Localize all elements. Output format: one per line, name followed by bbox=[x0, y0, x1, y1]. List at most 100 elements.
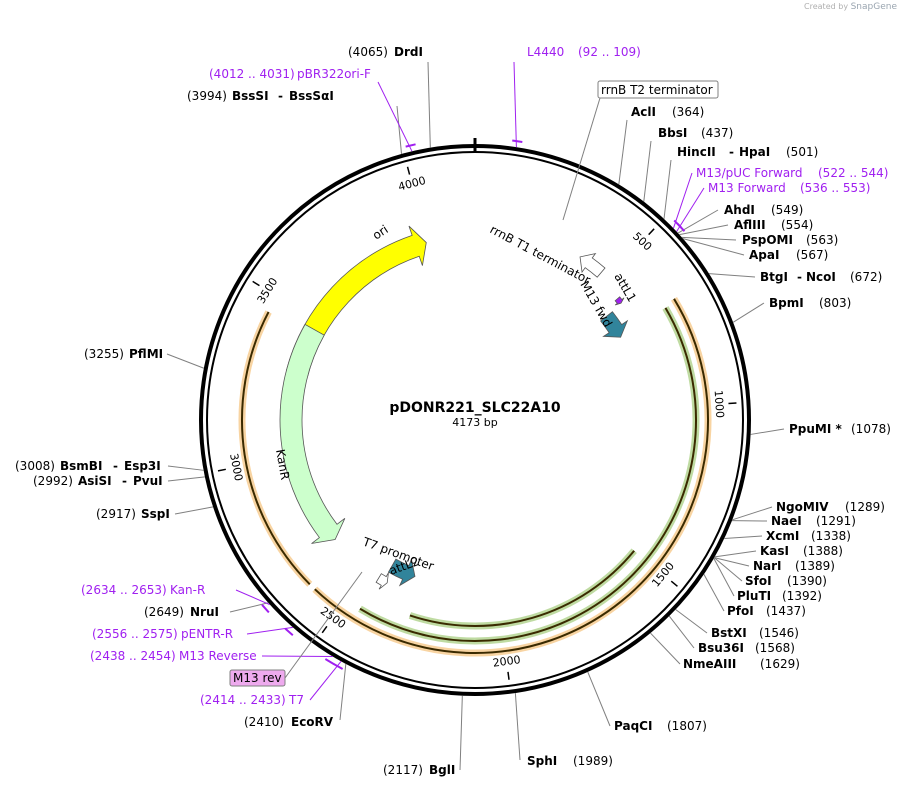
primer-pentr-label: pENTR-R bbox=[181, 627, 233, 641]
site-sfoi-num: (1390) bbox=[787, 574, 827, 588]
KanR-arrow bbox=[279, 323, 346, 544]
svg-text:-: - bbox=[797, 270, 802, 284]
leader-line bbox=[643, 140, 652, 202]
tick-mark bbox=[217, 468, 226, 472]
site-ppumi-num: (1078) bbox=[851, 422, 891, 436]
tick-label: 3500 bbox=[255, 275, 281, 306]
site-bsssi-num: (3994) bbox=[187, 89, 227, 103]
svg-text:-: - bbox=[122, 474, 127, 488]
primer-t7-range: (2414 .. 2433) bbox=[200, 693, 286, 707]
site-pflmi-num: (3255) bbox=[84, 347, 124, 361]
primer-m13fwd-label: M13 Forward bbox=[708, 181, 786, 195]
orf-middle-glow bbox=[358, 306, 700, 645]
rrnb-t2-leader bbox=[562, 97, 601, 221]
tick-mark bbox=[670, 580, 678, 587]
site-afliii-num: (554) bbox=[781, 218, 813, 232]
site-pflmi-enz: PflMI bbox=[129, 347, 163, 361]
leader-line bbox=[235, 589, 271, 606]
site-kasi-enz: KasI bbox=[760, 544, 789, 558]
site-kasi-num: (1388) bbox=[803, 544, 843, 558]
leader-line bbox=[714, 550, 757, 558]
svg-text:-: - bbox=[278, 89, 283, 103]
site-pspomi-enz: PspOMI bbox=[742, 233, 793, 247]
primer-m13rev-mark bbox=[324, 658, 335, 666]
site-drdi-num: (4065) bbox=[348, 45, 388, 59]
M13-fwd-arrow bbox=[614, 296, 625, 306]
site-bsssai-enz: BssSαI bbox=[289, 89, 334, 103]
leader-line bbox=[167, 476, 205, 482]
svg-text:-: - bbox=[729, 145, 734, 159]
leader-line bbox=[261, 655, 333, 658]
site-nrui-num: (2649) bbox=[144, 605, 184, 619]
leader-line bbox=[724, 535, 763, 540]
site-bpmi-num: (803) bbox=[819, 296, 851, 310]
plasmid-size: 4173 bp bbox=[452, 416, 497, 429]
site-afliii-enz: AflIII bbox=[734, 218, 766, 232]
site-pspomi-num: (563) bbox=[806, 233, 838, 247]
leader-line bbox=[167, 465, 204, 471]
leader-line bbox=[513, 61, 517, 148]
site-bsmbi-enz: BsmBI bbox=[60, 459, 102, 473]
leader-line bbox=[677, 209, 719, 234]
site-bstxi-num: (1546) bbox=[759, 626, 799, 640]
leader-line bbox=[668, 615, 695, 649]
attL1-arrow bbox=[600, 311, 629, 338]
leader-line bbox=[618, 119, 628, 185]
m13-rev-leader bbox=[284, 571, 363, 679]
leader-line bbox=[514, 692, 521, 761]
leader-line bbox=[732, 506, 773, 521]
rrnB-T1-arrow bbox=[579, 252, 606, 278]
site-nari-num: (1389) bbox=[795, 559, 835, 573]
site-nari-enz: NarI bbox=[753, 559, 782, 573]
site-asisi-num: (2992) bbox=[33, 474, 73, 488]
orf-outer-glow bbox=[312, 297, 712, 657]
site-naei-num: (1291) bbox=[816, 514, 856, 528]
primer-m13rev-range: (2438 .. 2454) bbox=[90, 649, 176, 663]
tick-mark bbox=[507, 671, 510, 680]
site-pfoi-enz: PfoI bbox=[727, 604, 754, 618]
site-hpai-enz: HpaI bbox=[739, 145, 770, 159]
site-bsmbi-num: (3008) bbox=[15, 459, 55, 473]
tick-label: 2000 bbox=[492, 653, 521, 670]
site-btgi-enz: BtgI bbox=[760, 270, 788, 284]
site-nmeaiii-enz: NmeAIII bbox=[683, 657, 736, 671]
m13-fwd-label: M13 fwd bbox=[577, 279, 615, 330]
site-pluti-enz: PluTI bbox=[737, 589, 771, 603]
site-bsu36i-num: (1568) bbox=[755, 641, 795, 655]
site-naei-enz: NaeI bbox=[771, 514, 802, 528]
site-btgi-num: (672) bbox=[850, 270, 882, 284]
leader-line bbox=[377, 81, 413, 152]
site-xcmi-enz: XcmI bbox=[766, 529, 799, 543]
site-acli-num: (364) bbox=[672, 105, 704, 119]
primer-kanr-label: Kan-R bbox=[170, 583, 205, 597]
leader-line bbox=[673, 172, 693, 229]
primer-t7-mark bbox=[333, 663, 344, 670]
site-pfoi-num: (1437) bbox=[766, 604, 806, 618]
orf-middle bbox=[359, 307, 697, 642]
site-ecorv-num: (2410) bbox=[244, 715, 284, 729]
primer-m13rev-label: M13 Reverse bbox=[179, 649, 257, 663]
rrnb-t2-label: rrnB T2 terminator bbox=[601, 83, 713, 97]
tick-mark bbox=[648, 228, 655, 236]
site-hincii-num: (501) bbox=[786, 145, 818, 159]
site-sphi-enz: SphI bbox=[527, 754, 557, 768]
primer-kanr-mark bbox=[261, 604, 270, 614]
m13-rev-label: M13 rev bbox=[233, 671, 282, 685]
primer-pentr-mark bbox=[284, 627, 294, 637]
leader-line bbox=[681, 236, 737, 241]
leader-line bbox=[339, 663, 347, 721]
kanr-label: KanR bbox=[273, 448, 292, 481]
primer-l4440-mark bbox=[512, 139, 523, 143]
leader-line bbox=[427, 61, 431, 148]
tick-mark bbox=[321, 625, 328, 634]
m13-rev-box bbox=[229, 669, 286, 687]
site-pvui-enz: PvuI bbox=[133, 474, 163, 488]
site-paqci-num: (1807) bbox=[667, 719, 707, 733]
leader-line bbox=[166, 353, 205, 369]
site-ahdi-enz: AhdI bbox=[724, 203, 755, 217]
primer-kanr-range: (2634 .. 2653) bbox=[81, 583, 167, 597]
primer-pentr-range: (2556 .. 2575) bbox=[92, 627, 178, 641]
leader-line bbox=[229, 602, 269, 613]
site-sfoi-enz: SfoI bbox=[745, 574, 772, 588]
tick-mark bbox=[728, 402, 737, 405]
